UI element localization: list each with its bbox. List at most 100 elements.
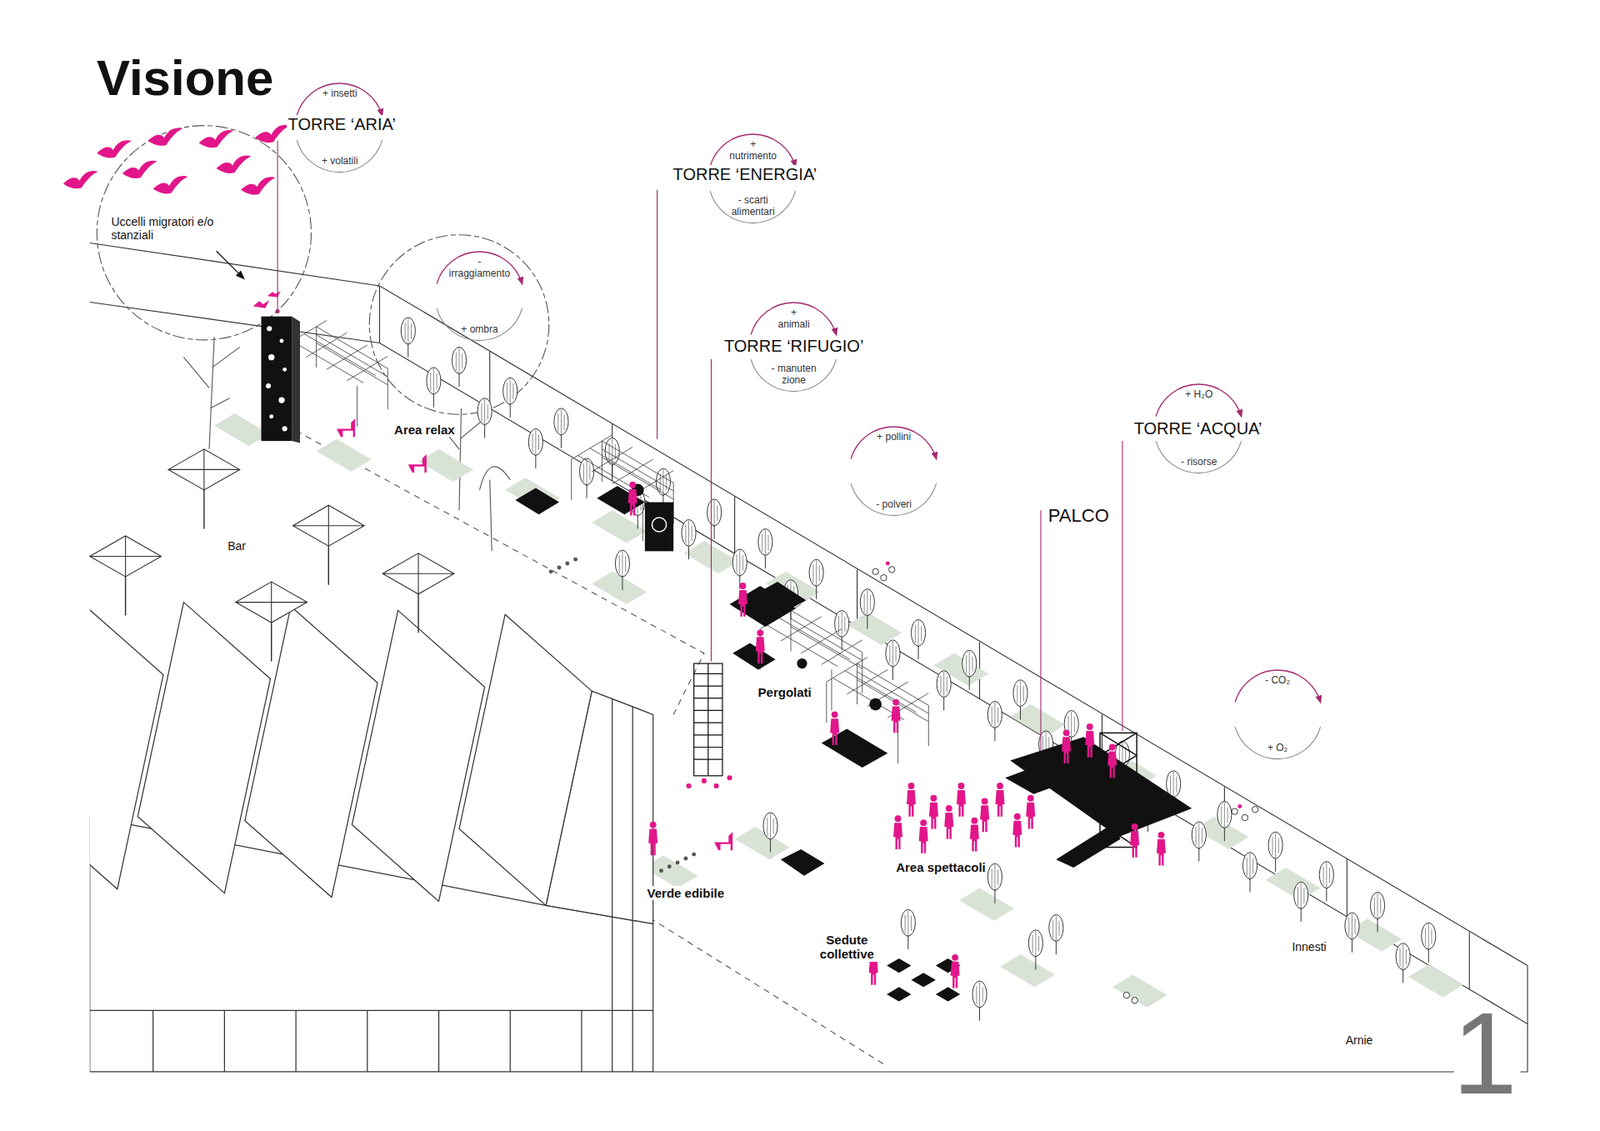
note-arrow — [216, 250, 245, 280]
stage-and-benches — [515, 487, 560, 515]
small-tree — [732, 549, 747, 590]
people — [885, 561, 890, 566]
small-tree — [1049, 914, 1064, 955]
planting-patch — [214, 413, 270, 446]
tower-label: TORRE ‘ACQUA’ — [1132, 419, 1265, 439]
people — [685, 783, 691, 789]
small-tree — [910, 619, 925, 660]
people — [970, 817, 980, 852]
cycle-arc — [750, 302, 837, 335]
small-tree — [835, 610, 850, 650]
beehive — [1251, 806, 1258, 813]
cycle-text: + nutrimento — [727, 139, 780, 163]
people — [830, 710, 840, 745]
arrow-head — [1236, 409, 1244, 419]
tower — [265, 383, 271, 389]
people — [714, 831, 733, 850]
people — [1156, 831, 1166, 866]
tower — [694, 663, 723, 776]
small-tree — [1013, 680, 1028, 720]
small-tree — [707, 499, 722, 540]
cycle-arc — [710, 134, 796, 167]
leader-line — [275, 310, 280, 314]
planting-patch — [1408, 964, 1464, 997]
people — [336, 418, 1242, 988]
edible-rows — [675, 860, 680, 865]
beehive — [1123, 991, 1130, 998]
small-tree — [1345, 912, 1360, 953]
cycle-circle: + pollini- polveri — [846, 424, 941, 519]
birds — [267, 290, 281, 297]
stage-and-benches — [869, 698, 882, 711]
umbrella — [235, 581, 308, 662]
cycle-text: + pollini — [860, 431, 928, 444]
stage-and-benches — [935, 986, 960, 1001]
small-tree — [987, 863, 1002, 904]
small-tree — [1191, 821, 1206, 862]
area-label: Arnie — [1344, 1033, 1375, 1047]
small-tree — [987, 700, 1002, 741]
people — [891, 699, 901, 734]
small-tree — [1421, 922, 1436, 963]
people — [1012, 813, 1022, 848]
area-label: Area spettacoli — [894, 860, 988, 875]
edible-rows — [573, 557, 578, 562]
cycle-text: - scarti alimentari — [727, 195, 780, 219]
arrow-head — [517, 276, 525, 286]
people — [408, 454, 427, 473]
edible-rows — [549, 569, 554, 574]
tower — [260, 316, 1137, 848]
beehive — [872, 568, 879, 575]
stage-and-benches — [1055, 822, 1120, 868]
small-tree — [1319, 861, 1334, 902]
pergola — [285, 320, 929, 765]
building — [351, 610, 485, 901]
people — [944, 805, 954, 840]
note-arrow — [235, 270, 245, 280]
beehive — [1231, 808, 1238, 815]
building — [90, 598, 654, 1072]
birds — [148, 127, 184, 145]
tower-label: TORRE ‘ARIA’ — [286, 115, 398, 135]
small-tree — [503, 377, 518, 418]
tower — [260, 316, 292, 441]
birds — [96, 140, 132, 158]
area-label: Innesti — [1290, 940, 1328, 954]
people — [1130, 823, 1140, 858]
tower — [282, 367, 287, 372]
people — [701, 778, 707, 784]
cycle-text: + O₂ — [1244, 742, 1311, 755]
leader-line — [710, 359, 712, 662]
big-tree — [480, 466, 511, 551]
cycle-text: - manuten zione — [770, 363, 819, 387]
area-label: Pergolati — [756, 685, 814, 700]
tower — [280, 339, 285, 344]
stage-and-benches — [515, 485, 1192, 1001]
small-tree — [1268, 831, 1283, 872]
area-label: Sedute collettive — [810, 932, 883, 962]
note-arrow — [216, 250, 241, 275]
arrow-head — [1315, 695, 1322, 705]
arrow-head — [931, 451, 939, 461]
cycle-arc — [1156, 440, 1243, 474]
people — [1237, 804, 1242, 809]
page-number: 1 — [1450, 995, 1520, 1112]
people — [906, 782, 916, 817]
umbrella — [90, 535, 162, 616]
people — [648, 821, 658, 856]
planting-patch — [1000, 954, 1055, 987]
small-tree — [763, 812, 778, 853]
birds — [255, 125, 290, 143]
beehive — [889, 566, 895, 573]
cycle-text: - CO₂ — [1244, 675, 1311, 687]
small-tree — [809, 559, 824, 600]
cycle-arc — [436, 251, 523, 285]
cycle-text: + animali — [775, 307, 813, 331]
cycle-circle: - irraggiamento+ ombra — [432, 249, 527, 344]
cycle-arc — [1156, 384, 1243, 417]
big-tree — [369, 235, 550, 415]
small-tree — [1395, 943, 1410, 984]
people — [919, 819, 929, 854]
stage-and-benches — [780, 849, 825, 876]
